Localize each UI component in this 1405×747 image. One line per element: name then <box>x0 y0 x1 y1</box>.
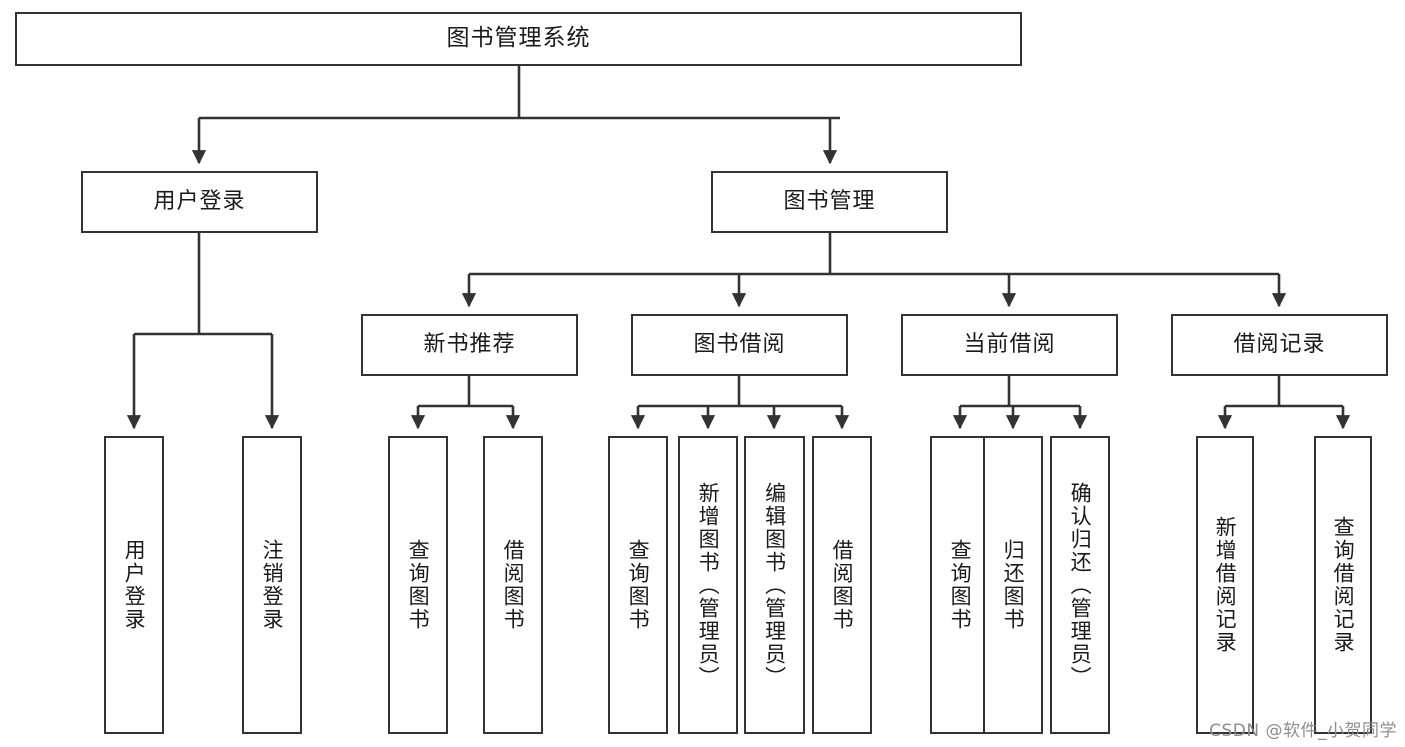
leaf-query-book-2[interactable]: 查询图书 <box>608 436 668 734</box>
node-label: 新书推荐 <box>423 331 516 357</box>
node-current-borrow[interactable]: 当前借阅 <box>901 314 1118 376</box>
node-label: 借阅记录 <box>1233 331 1326 357</box>
node-book-borrow[interactable]: 图书借阅 <box>631 314 848 376</box>
leaf-add-borrow-record[interactable]: 新增借阅记录 <box>1196 436 1254 734</box>
leaf-query-book-1[interactable]: 查询图书 <box>388 436 448 734</box>
leaf-logout-login[interactable]: 注销登录 <box>242 436 302 734</box>
node-label: 归还图书 <box>1001 539 1026 631</box>
node-label: 用户登录 <box>122 539 147 631</box>
node-label: 查询图书 <box>948 539 973 631</box>
node-borrow-record[interactable]: 借阅记录 <box>1171 314 1388 376</box>
node-label: 确认归还（管理员） <box>1068 481 1093 689</box>
node-user-login[interactable]: 用户登录 <box>81 171 318 233</box>
node-label: 注销登录 <box>260 539 285 631</box>
node-label: 当前借阅 <box>963 331 1056 357</box>
node-label: 新增图书（管理员） <box>696 481 721 689</box>
node-book-management-system[interactable]: 图书管理系统 <box>15 12 1022 66</box>
leaf-user-login[interactable]: 用户登录 <box>104 436 164 734</box>
node-label: 图书借阅 <box>693 331 786 357</box>
node-label: 查询借阅记录 <box>1331 516 1356 654</box>
leaf-query-borrow-record[interactable]: 查询借阅记录 <box>1314 436 1372 734</box>
node-label: 查询图书 <box>406 539 431 631</box>
node-label: 编辑图书（管理员） <box>762 481 787 689</box>
node-book-manage[interactable]: 图书管理 <box>711 171 948 233</box>
leaf-confirm-return-admin[interactable]: 确认归还（管理员） <box>1050 436 1110 734</box>
leaf-edit-book-admin[interactable]: 编辑图书（管理员） <box>744 436 805 734</box>
node-label: 图书管理 <box>783 188 876 214</box>
leaf-add-book-admin[interactable]: 新增图书（管理员） <box>678 436 738 734</box>
node-label: 图书管理系统 <box>446 25 591 52</box>
node-label: 用户登录 <box>153 188 246 214</box>
leaf-query-book-3[interactable]: 查询图书 <box>930 436 990 734</box>
node-label: 借阅图书 <box>830 539 855 631</box>
leaf-return-book[interactable]: 归还图书 <box>983 436 1043 734</box>
node-new-book-recommend[interactable]: 新书推荐 <box>361 314 578 376</box>
node-label: 新增借阅记录 <box>1213 516 1238 654</box>
leaf-borrow-book-1[interactable]: 借阅图书 <box>483 436 543 734</box>
node-label: 查询图书 <box>626 539 651 631</box>
node-label: 借阅图书 <box>501 539 526 631</box>
leaf-borrow-book-2[interactable]: 借阅图书 <box>812 436 872 734</box>
